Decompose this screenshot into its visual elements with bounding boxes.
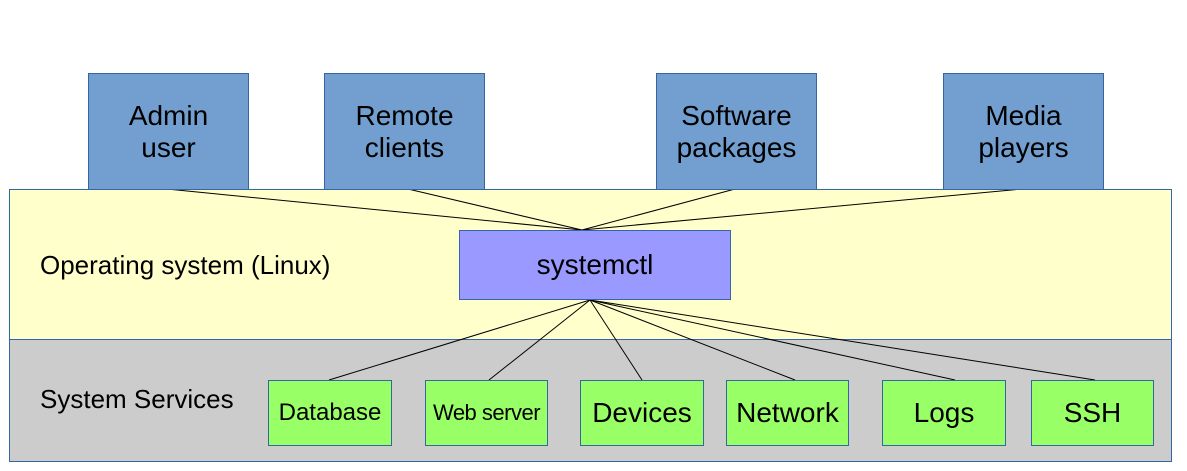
service-label: Logs	[913, 397, 975, 428]
link-logs	[589, 299, 956, 381]
service-label: Devices	[592, 397, 692, 428]
service-label: Network	[736, 397, 839, 428]
os-layer-label: Operating system (Linux)	[40, 250, 331, 280]
client-label-line2: players	[978, 131, 1069, 163]
client-label-line2: clients	[364, 131, 445, 163]
service-web-server: Web server	[425, 380, 548, 446]
link-network	[589, 299, 796, 381]
service-network: Network	[726, 380, 849, 446]
client-label-line1: Software	[681, 99, 792, 131]
client-label-line1: Remote	[355, 99, 454, 131]
client-label-line2: packages	[676, 131, 797, 163]
link-database	[328, 299, 591, 381]
link-ssh	[589, 299, 1096, 381]
service-database: Database	[268, 380, 392, 446]
services-layer-label: System Services	[40, 384, 234, 414]
service-devices: Devices	[580, 380, 704, 446]
client-label-line1: Media	[985, 99, 1062, 131]
link-remote-clients	[407, 188, 583, 231]
service-label: SSH	[1063, 397, 1122, 428]
systemctl-label: systemctl	[536, 249, 654, 280]
link-web-server	[488, 299, 591, 381]
service-label: Database	[278, 399, 382, 426]
link-software-packages	[581, 188, 736, 231]
link-media-players	[581, 188, 1023, 231]
link-admin-user	[166, 188, 583, 231]
client-label-line1: Admin	[128, 99, 209, 131]
service-ssh: SSH	[1031, 380, 1154, 446]
client-label-line2: user	[141, 131, 196, 163]
service-label: Web server	[432, 400, 541, 425]
systemctl-box: systemctl	[459, 230, 731, 300]
link-devices	[589, 299, 643, 381]
service-logs: Logs	[882, 380, 1006, 446]
